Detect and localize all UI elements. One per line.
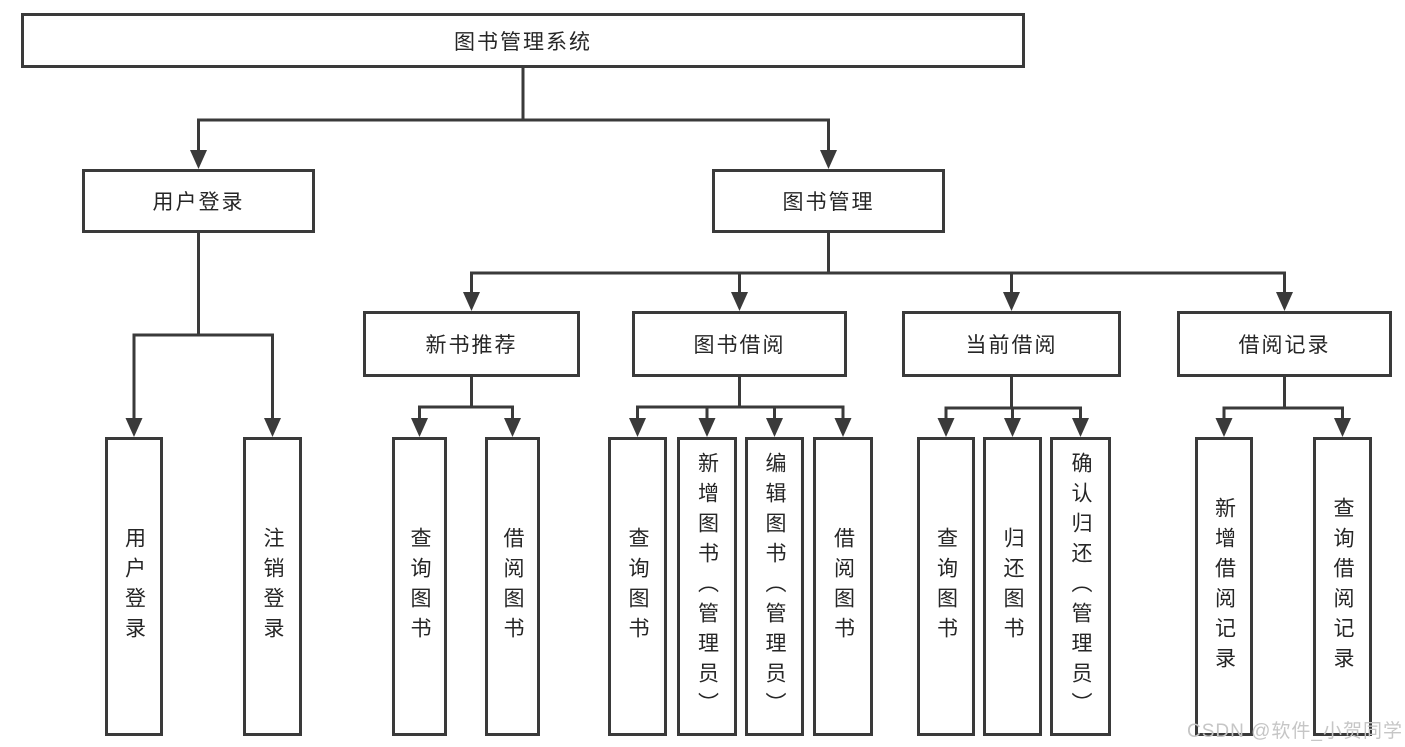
leaf-add-borrow-record: 新增借阅记录 (1195, 437, 1253, 736)
root-node-library-management-system: 图书管理系统 (21, 13, 1025, 68)
leaf-logout: 注销登录 (243, 437, 302, 736)
connector-user-login-children (125, 233, 281, 437)
node-user-login-label: 用户登录 (152, 191, 245, 214)
leaf-confirm-return-admin-label: 确认归还（管理员） (1069, 451, 1093, 722)
leaf-edit-books-admin-label: 编辑图书（管理员） (763, 451, 787, 722)
node-book-management-label: 图书管理 (782, 191, 875, 214)
leaf-recommend-query-books-label: 查询图书 (408, 526, 432, 647)
node-borrow-records: 借阅记录 (1177, 311, 1392, 377)
leaf-logout-label: 注销登录 (261, 526, 285, 647)
leaf-borrow-books: 借阅图书 (813, 437, 873, 736)
leaf-return-books-label: 归还图书 (1001, 526, 1025, 647)
leaf-user-login: 用户登录 (105, 437, 163, 736)
node-current-borrow: 当前借阅 (902, 311, 1121, 377)
leaf-add-books-admin: 新增图书（管理员） (677, 437, 737, 736)
leaf-confirm-return-admin: 确认归还（管理员） (1050, 437, 1111, 736)
node-book-borrow-label: 图书借阅 (693, 334, 786, 357)
connector-book-management-children (463, 233, 1293, 311)
node-book-management: 图书管理 (712, 169, 945, 233)
node-user-login: 用户登录 (82, 169, 315, 233)
leaf-query-borrow-record: 查询借阅记录 (1313, 437, 1372, 736)
node-borrow-records-label: 借阅记录 (1238, 334, 1331, 357)
leaf-current-query-books: 查询图书 (917, 437, 975, 736)
connector-root-to-level2 (190, 68, 837, 169)
node-new-book-recommend-label: 新书推荐 (425, 334, 518, 357)
leaf-borrow-query-books-label: 查询图书 (626, 526, 650, 647)
leaf-recommend-borrow-books: 借阅图书 (485, 437, 540, 736)
connector-book-borrow-children (629, 377, 852, 437)
leaf-recommend-query-books: 查询图书 (392, 437, 447, 736)
leaf-add-borrow-record-label: 新增借阅记录 (1212, 496, 1236, 677)
root-node-label: 图书管理系统 (454, 30, 592, 54)
leaf-return-books: 归还图书 (983, 437, 1042, 736)
leaf-query-borrow-record-label: 查询借阅记录 (1331, 496, 1355, 677)
leaf-add-books-admin-label: 新增图书（管理员） (695, 451, 719, 722)
leaf-edit-books-admin: 编辑图书（管理员） (745, 437, 804, 736)
connector-borrow-records-children (1215, 377, 1351, 437)
node-book-borrow: 图书借阅 (632, 311, 847, 377)
node-new-book-recommend: 新书推荐 (363, 311, 580, 377)
connector-current-borrow-children (937, 377, 1089, 437)
leaf-current-query-books-label: 查询图书 (934, 526, 958, 647)
csdn-watermark: CSDN @软件_小贺同学 (1187, 721, 1403, 742)
leaf-borrow-books-label: 借阅图书 (831, 526, 855, 647)
node-current-borrow-label: 当前借阅 (965, 334, 1058, 357)
leaf-user-login-label: 用户登录 (122, 526, 146, 647)
connector-new-book-recommend-children (411, 377, 521, 437)
leaf-recommend-borrow-books-label: 借阅图书 (501, 526, 525, 647)
leaf-borrow-query-books: 查询图书 (608, 437, 667, 736)
